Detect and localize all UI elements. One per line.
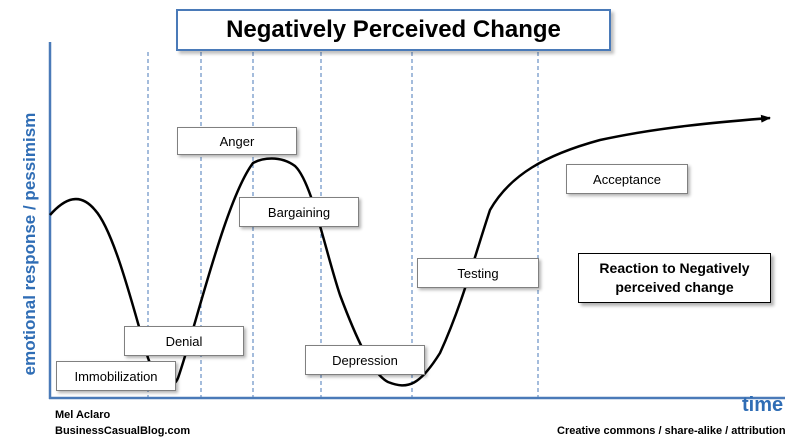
credit-license: Creative commons / share-alike / attribu… [557,425,786,437]
stage-depression: Depression [305,345,425,375]
y-axis-label: emotional response / pessimism [20,112,39,376]
stage-immobilization: Immobilization [56,361,176,391]
reaction-note-box: Reaction to Negatively perceived change [578,253,771,303]
reaction-note-line-1: Reaction to Negatively [599,260,750,277]
reaction-note-line-2: perceived change [615,279,734,295]
stage-testing: Testing [417,258,539,288]
credit-site: BusinessCasualBlog.com [55,425,191,437]
diagram-title: Negatively Perceived Change [176,9,611,51]
stage-anger: Anger [177,127,297,155]
stage-denial: Denial [124,326,244,356]
emotional-response-curve [49,114,771,387]
credit-author: Mel Aclaro [55,409,111,421]
stage-bargaining: Bargaining [239,197,359,227]
x-axis-label: time [742,394,784,416]
stage-acceptance: Acceptance [566,164,688,194]
